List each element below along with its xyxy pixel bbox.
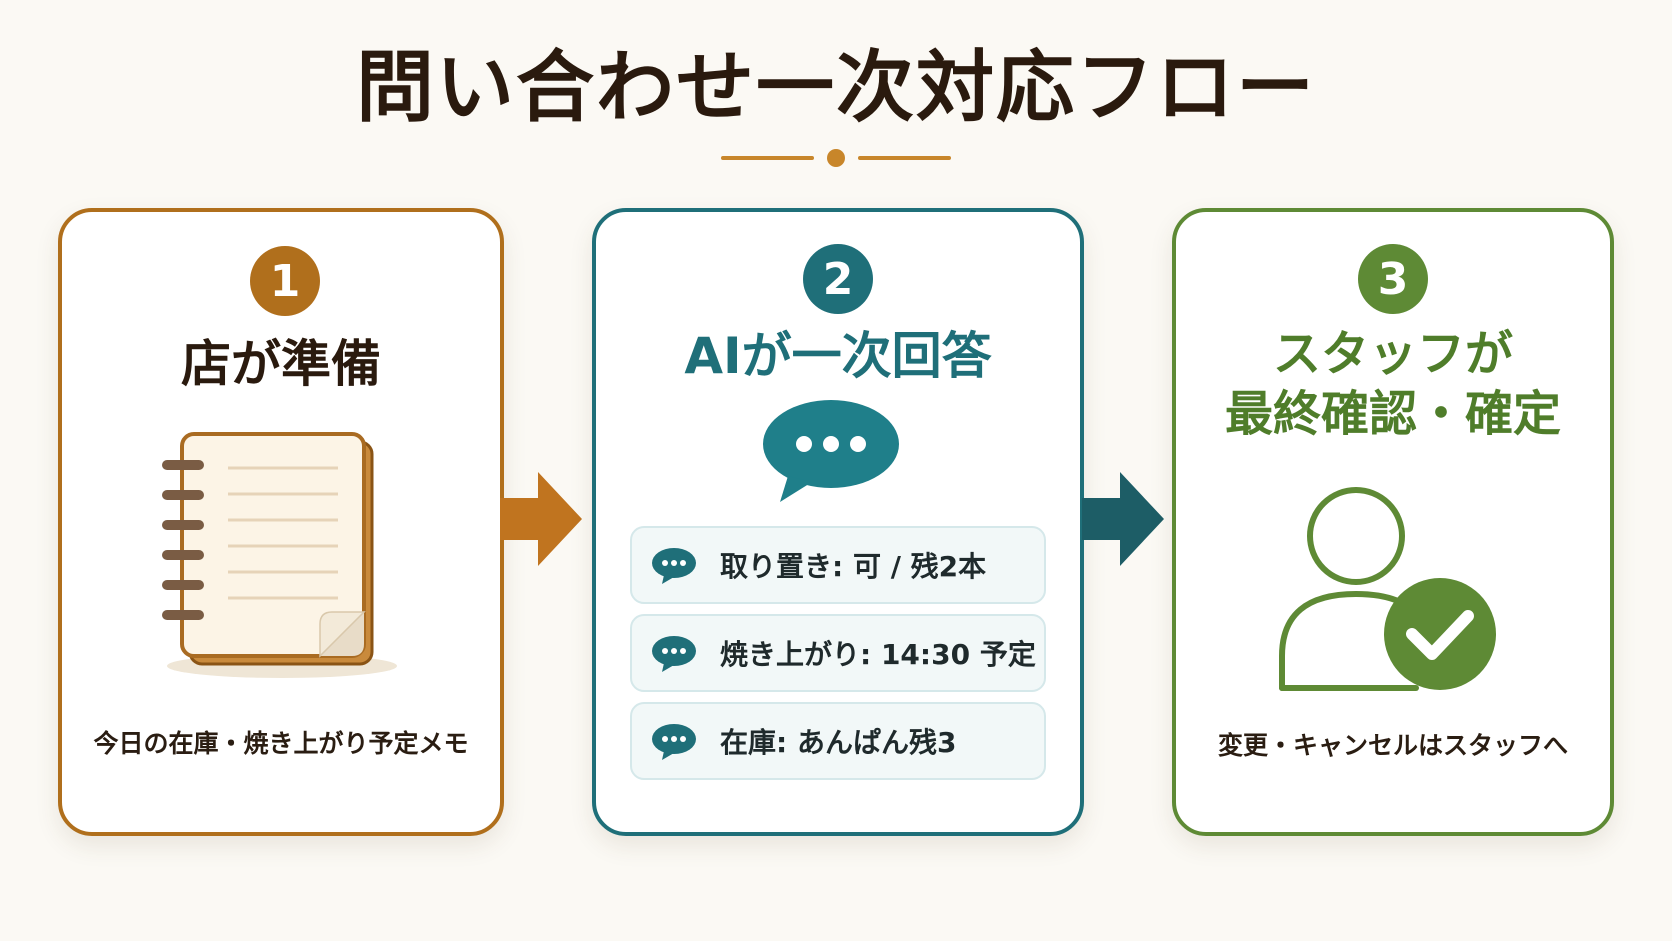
step-3-caption: 変更・キャンセルはスタッフへ — [1217, 731, 1568, 760]
step-1-caption: 今日の在庫・焼き上がり予定メモ — [93, 729, 469, 758]
chat-dots-icon — [652, 724, 696, 760]
step-1-heading: 店が準備 — [181, 335, 381, 393]
reply-text: 焼き上がり: 14:30 予定 — [720, 638, 1036, 671]
step-3-card: 3 スタッフが 最終確認・確定 変更・キャンセルはスタッフへ — [1172, 208, 1614, 836]
reply-item: 焼き上がり: 14:30 予定 — [630, 614, 1046, 692]
chat-dots-icon — [652, 548, 696, 584]
reply-text: 取り置き: 可 / 残2本 — [720, 550, 987, 583]
step-2-heading: AIが一次回答 — [684, 327, 992, 385]
step-3-heading-line1: スタッフが — [1272, 326, 1513, 382]
step-2-badge: 2 — [803, 244, 873, 314]
title-divider — [721, 149, 951, 167]
arrow-right-icon — [500, 472, 582, 566]
reply-item: 取り置き: 可 / 残2本 — [630, 526, 1046, 604]
notebook-icon — [162, 432, 397, 678]
step-1-badge: 1 — [250, 246, 320, 316]
reply-item: 在庫: あんぱん残3 — [630, 702, 1046, 780]
page-title: 問い合わせ一次対応フロー — [355, 43, 1316, 133]
reply-text: 在庫: あんぱん残3 — [720, 726, 957, 759]
chat-bubble-icon — [763, 400, 899, 502]
arrow-right-icon — [1082, 472, 1164, 566]
person-check-icon — [1279, 487, 1496, 691]
step-3-heading-line2: 最終確認・確定 — [1224, 386, 1561, 442]
chat-dots-icon — [652, 636, 696, 672]
step-2-card: 2 AIが一次回答 取り置き: 可 / 残2本 焼き上がり: 14:30 予定 … — [592, 208, 1084, 836]
step-1-card: 1 店が準備 今日の在庫・焼き上がり予定メモ — [58, 208, 504, 836]
step-3-badge: 3 — [1358, 244, 1428, 314]
